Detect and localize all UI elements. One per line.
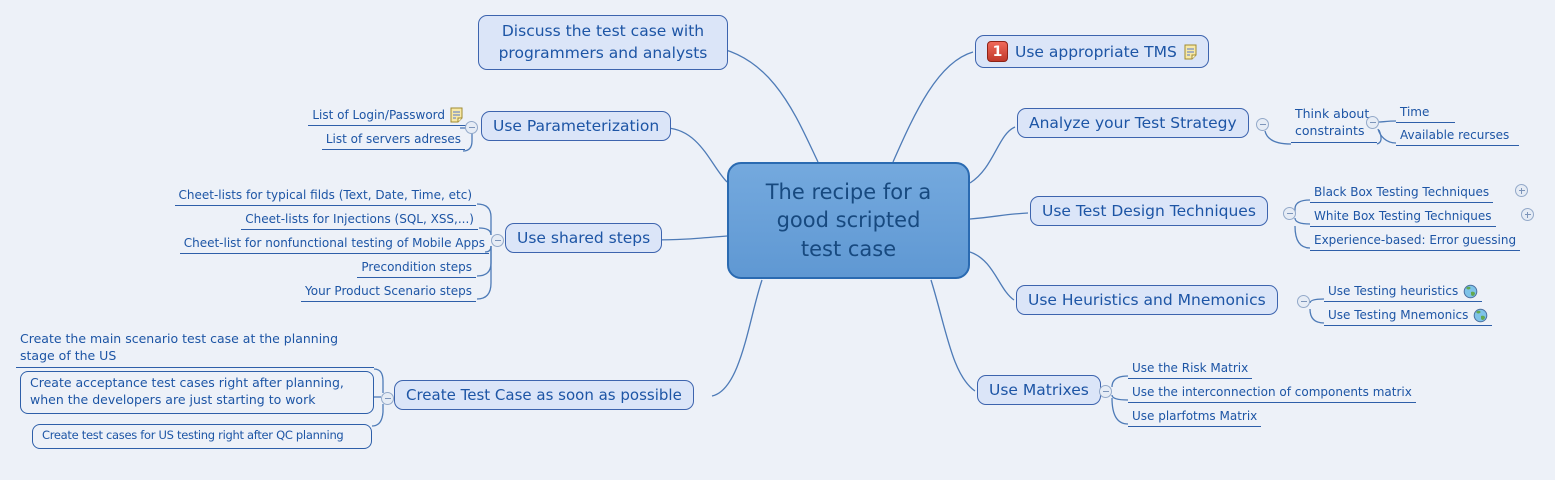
leaf-interconnection-matrix-label: Use the interconnection of components ma… — [1132, 385, 1412, 399]
topic-use-matrixes-label: Use Matrixes — [989, 381, 1089, 399]
topic-heuristics-mnemonics[interactable]: Use Heuristics and Mnemonics — [1016, 285, 1278, 315]
leaf-testing-heuristics-label: Use Testing heuristics — [1328, 284, 1459, 298]
leaf-think-constraints-label: Think about constraints — [1295, 106, 1370, 138]
topic-shared-steps-label: Use shared steps — [517, 229, 651, 247]
leaf-black-box-label: Black Box Testing Techniques — [1314, 185, 1490, 199]
leaf-main-scenario-label: Create the main scenario test case at th… — [20, 331, 339, 363]
leaf-available-resources-label: Available recurses — [1400, 128, 1510, 142]
leaf-black-box[interactable]: Black Box Testing Techniques — [1310, 183, 1494, 204]
leaf-us-testing-cases[interactable]: Create test cases for US testing right a… — [32, 424, 372, 449]
leaf-testing-heuristics[interactable]: Use Testing heuristics — [1324, 282, 1483, 303]
topic-discuss-label: Discuss the test case with programmers a… — [498, 22, 708, 62]
note-icon[interactable] — [450, 107, 463, 123]
collapse-icon[interactable] — [1366, 116, 1379, 129]
leaf-testing-mnemonics-label: Use Testing Mnemonics — [1328, 308, 1469, 322]
priority-1-badge: 1 — [987, 41, 1008, 62]
leaf-cheet-mobile-apps-label: Cheet-list for nonfunctional testing of … — [183, 236, 485, 250]
globe-icon[interactable] — [1463, 284, 1478, 299]
topic-heuristics-mnemonics-label: Use Heuristics and Mnemonics — [1028, 291, 1266, 309]
topic-discuss[interactable]: Discuss the test case with programmers a… — [478, 15, 728, 71]
collapse-icon[interactable] — [1283, 207, 1296, 220]
leaf-risk-matrix-label: Use the Risk Matrix — [1132, 361, 1249, 375]
collapse-icon[interactable] — [1099, 385, 1112, 398]
leaf-servers-addresses[interactable]: List of servers adreses — [321, 130, 465, 151]
leaf-precondition-steps[interactable]: Precondition steps — [357, 258, 476, 279]
central-topic[interactable]: The recipe for a good scripted test case — [727, 162, 970, 279]
leaf-white-box-label: White Box Testing Techniques — [1314, 209, 1492, 223]
leaf-time-label: Time — [1400, 105, 1430, 119]
leaf-product-scenario-steps-label: Your Product Scenario steps — [305, 284, 472, 298]
leaf-servers-addresses-label: List of servers adreses — [325, 132, 461, 146]
leaf-experience-based[interactable]: Experience-based: Error guessing — [1310, 231, 1521, 252]
expand-icon[interactable] — [1515, 184, 1528, 197]
leaf-cheet-typical-fields-label: Cheet-lists for typical filds (Text, Dat… — [178, 188, 472, 202]
leaf-time[interactable]: Time — [1396, 103, 1456, 124]
topic-use-tms-label: Use appropriate TMS — [1015, 42, 1177, 61]
note-icon[interactable] — [1184, 44, 1197, 60]
leaf-acceptance-cases-label: Create acceptance test cases right after… — [30, 375, 344, 407]
expand-icon[interactable] — [1521, 208, 1534, 221]
topic-create-asap-label: Create Test Case as soon as possible — [406, 386, 682, 404]
leaf-cheet-mobile-apps[interactable]: Cheet-list for nonfunctional testing of … — [179, 234, 489, 255]
leaf-precondition-steps-label: Precondition steps — [361, 260, 472, 274]
leaf-login-password-label: List of Login/Password — [312, 108, 445, 122]
topic-analyze-strategy[interactable]: Analyze your Test Strategy — [1017, 108, 1249, 138]
leaf-cheet-injections[interactable]: Cheet-lists for Injections (SQL, XSS,...… — [241, 210, 478, 231]
leaf-cheet-injections-label: Cheet-lists for Injections (SQL, XSS,...… — [245, 212, 474, 226]
leaf-interconnection-matrix[interactable]: Use the interconnection of components ma… — [1128, 383, 1416, 404]
topic-shared-steps[interactable]: Use shared steps — [505, 223, 663, 253]
topic-design-techniques[interactable]: Use Test Design Techniques — [1030, 196, 1268, 226]
topic-use-tms[interactable]: 1 Use appropriate TMS — [975, 35, 1209, 68]
collapse-icon[interactable] — [465, 121, 478, 134]
topic-parameterization-label: Use Parameterization — [493, 117, 660, 135]
leaf-acceptance-cases[interactable]: Create acceptance test cases right after… — [20, 371, 374, 414]
collapse-icon[interactable] — [1256, 118, 1269, 131]
leaf-product-scenario-steps[interactable]: Your Product Scenario steps — [301, 282, 476, 303]
leaf-testing-mnemonics[interactable]: Use Testing Mnemonics — [1324, 306, 1493, 327]
leaf-us-testing-cases-label: Create test cases for US testing right a… — [42, 428, 344, 442]
leaf-risk-matrix[interactable]: Use the Risk Matrix — [1128, 359, 1253, 380]
topic-create-asap[interactable]: Create Test Case as soon as possible — [394, 380, 694, 410]
topic-parameterization[interactable]: Use Parameterization — [481, 111, 672, 141]
leaf-login-password[interactable]: List of Login/Password — [308, 106, 467, 127]
topic-analyze-strategy-label: Analyze your Test Strategy — [1029, 114, 1237, 132]
leaf-cheet-typical-fields[interactable]: Cheet-lists for typical filds (Text, Dat… — [174, 186, 476, 207]
leaf-platforms-matrix[interactable]: Use plarfotms Matrix — [1128, 407, 1262, 428]
leaf-main-scenario[interactable]: Create the main scenario test case at th… — [16, 330, 374, 368]
leaf-experience-based-label: Experience-based: Error guessing — [1314, 233, 1517, 247]
topic-design-techniques-label: Use Test Design Techniques — [1042, 202, 1256, 220]
topic-use-matrixes[interactable]: Use Matrixes — [977, 375, 1101, 405]
leaf-platforms-matrix-label: Use plarfotms Matrix — [1132, 409, 1258, 423]
collapse-icon[interactable] — [1297, 295, 1310, 308]
collapse-icon[interactable] — [381, 392, 394, 405]
leaf-white-box[interactable]: White Box Testing Techniques — [1310, 207, 1496, 228]
globe-icon[interactable] — [1473, 308, 1488, 323]
leaf-think-constraints[interactable]: Think about constraints — [1291, 105, 1377, 143]
collapse-icon[interactable] — [491, 234, 504, 247]
leaf-available-resources[interactable]: Available recurses — [1396, 126, 1520, 147]
